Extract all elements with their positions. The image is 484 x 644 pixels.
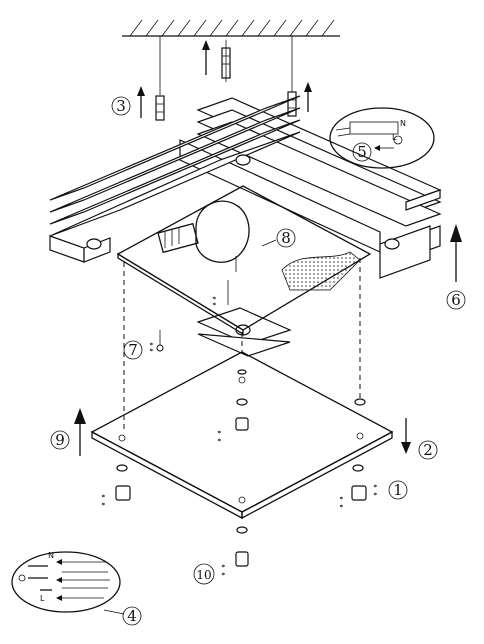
wiring-detail-bubble-4 — [11, 551, 125, 615]
plate-screws — [149, 280, 229, 352]
alignment-lines — [123, 258, 361, 430]
ceiling-anchor-center — [202, 40, 231, 82]
callout-label-7: 7 — [128, 341, 138, 359]
hanging-wires — [159, 36, 293, 95]
wiring-detail-bubble-5 — [329, 107, 435, 169]
callout-label-1: 1 — [393, 481, 403, 499]
wiring-label-l: L — [392, 133, 397, 142]
callout-label-2: 2 — [423, 441, 433, 459]
direction-arrows — [74, 224, 462, 456]
callout-label-8: 8 — [281, 229, 291, 247]
callout-3: 3 — [111, 96, 131, 116]
callout-label-4: 4 — [127, 607, 137, 625]
callout-label-10: 10 — [196, 568, 211, 582]
callout-5: 5 — [352, 142, 372, 162]
mounting-plate — [116, 185, 372, 336]
wall-plug-left — [137, 86, 165, 121]
callout-2: 2 — [418, 440, 438, 460]
callout-6: 6 — [446, 290, 466, 310]
callout-label-9: 9 — [55, 431, 65, 449]
glass-panel — [90, 351, 394, 520]
wiring-label-n-bubble4: N — [48, 551, 54, 560]
callout-7: 7 — [123, 340, 143, 360]
callout-label-3: 3 — [116, 97, 126, 115]
callout-4: 4 — [122, 606, 142, 626]
wooden-frame — [49, 95, 442, 357]
callout-label-5: 5 — [357, 143, 367, 161]
callout-9: 9 — [50, 430, 70, 450]
light-bulb — [157, 200, 250, 272]
callout-1: 1 — [388, 480, 408, 500]
callout-10: 10 — [193, 563, 215, 585]
ceiling — [122, 19, 340, 37]
callout-8: 8 — [261, 228, 296, 248]
wiring-label-n: N — [400, 119, 406, 128]
glass-fixing-screws — [101, 369, 377, 576]
wiring-label-l-bubble4: L — [40, 594, 45, 603]
callout-label-6: 6 — [451, 291, 461, 309]
